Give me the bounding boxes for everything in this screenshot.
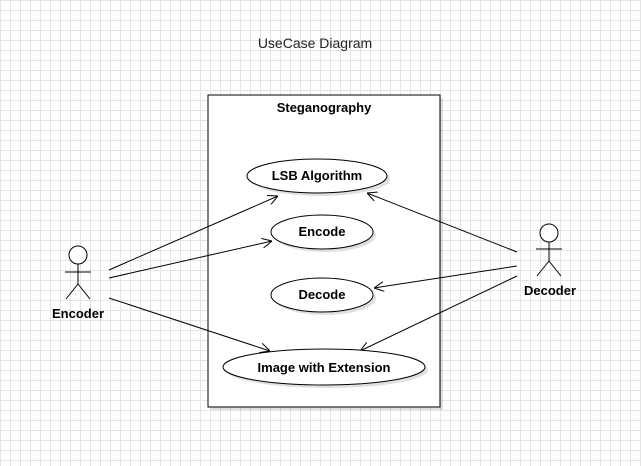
system-name: Steganography	[277, 100, 372, 115]
actor-decoder-right-leg	[548, 260, 562, 277]
association-decoder-image[interactable]	[360, 275, 518, 351]
use-case-encode-label: Encode	[299, 224, 346, 239]
association-decoder-lsb[interactable]	[367, 193, 518, 253]
use-case-image-label: Image with Extension	[258, 360, 391, 375]
actor-encoder[interactable]	[65, 245, 91, 300]
actor-encoder-label: Encoder	[52, 306, 104, 321]
association-encoder-image[interactable]	[108, 297, 270, 351]
association-encoder-lsb[interactable]	[108, 196, 278, 271]
actor-decoder-label: Decoder	[524, 283, 576, 298]
actor-decoder-head	[539, 223, 559, 243]
actor-decoder-left-leg	[536, 260, 550, 277]
actor-decoder[interactable]	[536, 223, 562, 277]
associations	[108, 193, 518, 351]
use-case-lsb[interactable]: LSB Algorithm	[246, 158, 390, 196]
use-case-encode[interactable]: Encode	[270, 214, 376, 252]
diagram-title: UseCase Diagram	[258, 35, 372, 51]
use-case-lsb-label: LSB Algorithm	[272, 168, 363, 183]
actor-encoder-head	[68, 245, 88, 265]
actor-encoder-right-leg	[77, 283, 91, 300]
use-case-decode[interactable]: Decode	[270, 277, 376, 315]
association-decoder-decode[interactable]	[374, 265, 518, 288]
actor-encoder-left-leg	[65, 283, 79, 300]
use-case-image[interactable]: Image with Extension	[222, 348, 428, 388]
association-encoder-encode[interactable]	[108, 241, 272, 279]
use-case-decode-label: Decode	[299, 287, 346, 302]
